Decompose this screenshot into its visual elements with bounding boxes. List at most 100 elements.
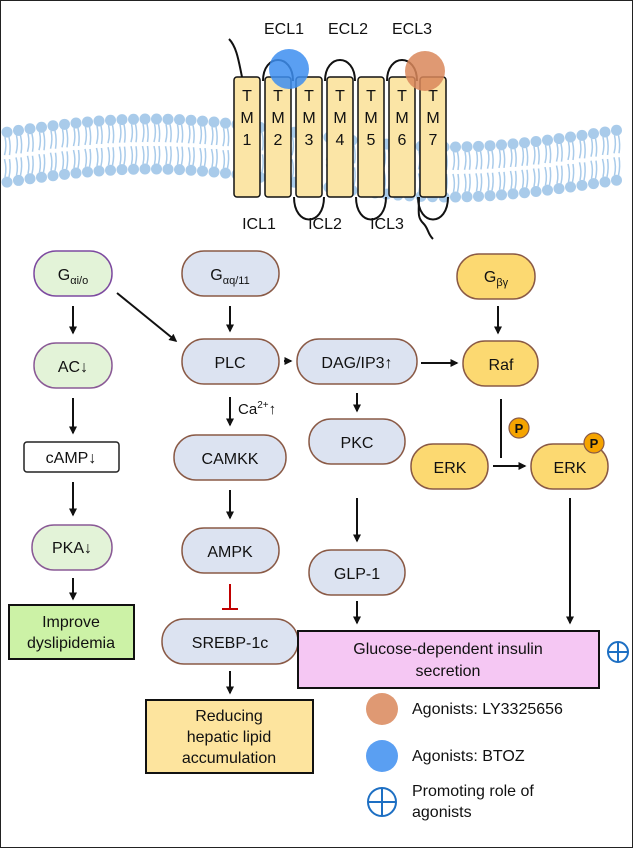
g-alpha-q11-node [181,250,280,297]
tm5-label-char: M [364,110,377,127]
camkk-node [173,434,287,481]
tm1-label-char: M [240,110,253,127]
camkk-label: CAMKK [202,451,259,468]
lipid-head [599,126,611,138]
lipid-head [139,113,151,125]
reducing-label-line3: accumulation [182,750,276,767]
tm1-label-char: 1 [243,132,252,149]
raf-node [462,340,539,387]
calcium-label: Ca2+↑ [238,400,276,418]
lipid-head [542,184,553,196]
tm3-label-char: T [304,88,314,105]
lipid-head [93,165,105,177]
lipid-head [139,163,151,175]
camp-label: cAMP↓ [46,450,97,467]
lipid-head [59,168,70,180]
lipid-head [519,187,530,199]
insulin-secretion-box [297,630,600,689]
lipid-head [59,118,70,130]
lipid-head [484,140,496,152]
ly3325656-binding-site [405,51,445,91]
legend-promoting-line1: Promoting role of [412,783,534,800]
icl1-loop [293,196,325,221]
ecl2-loop [324,59,356,82]
insulin-label-line1: Glucose-dependent insulin [353,641,542,658]
erk-node [410,443,489,490]
tm2-label-char: 2 [274,132,283,149]
phospho-erk-node [530,443,609,490]
glp1-label: GLP-1 [334,566,380,583]
lipid-head [530,185,542,197]
lipid-head [24,123,36,135]
inhibition-ampk-srebp [222,584,238,610]
tm7-label-char: T [428,88,438,105]
dag-ip3-node [296,338,418,385]
g-alpha-io-label: Gαi/o [58,267,88,287]
phosphate-badge-erk [583,432,605,454]
lipid-head [461,141,473,153]
lipid-head [185,164,197,176]
lipid-head [174,164,185,176]
lipid-head [197,165,208,177]
lipid-head [197,115,208,127]
lipid-head [116,114,128,126]
tm4-label-char: 4 [336,132,345,149]
phosphate-label-erk: P [590,436,599,451]
lipid-head [611,124,622,136]
lipid-head [530,135,542,147]
tm2-label-char: M [271,110,284,127]
ac-label: AC↓ [58,359,88,376]
pkc-node [308,418,406,465]
erk-label: ERK [434,460,467,477]
g-beta-gamma-node [456,253,536,300]
legend-ly-label: Agonists: LY3325656 [412,701,563,718]
ecl1-label: ECL1 [264,21,304,38]
g-alpha-io-node [33,250,113,297]
tm6-label-char: T [397,88,407,105]
lipid-head [13,124,24,136]
lipid-head [588,128,599,140]
lipid-head [128,113,139,125]
lipid-head [599,176,611,188]
lipid-head [553,133,565,145]
tm6-label-char: M [395,110,408,127]
lipid-head [151,113,162,125]
lipid-head [162,163,174,175]
tm6-label-char: 6 [398,132,407,149]
lipid-head [496,139,507,151]
tm7-label-char: M [426,110,439,127]
insulin-label-line2: secretion [416,663,481,680]
tm1-helix [233,76,261,198]
ampk-label: AMPK [207,544,253,561]
legend-btoz-swatch [366,740,398,772]
pka-node [31,524,113,571]
tm4-helix [326,76,354,198]
lipid-head [116,164,128,176]
icl2-loop [355,196,387,221]
tm3-label-char: 3 [305,132,314,149]
lipid-head [24,173,36,185]
lipid-head [70,167,82,179]
c-terminus [417,196,434,240]
tm7-label-char: 7 [429,132,438,149]
lipid-head [82,166,93,178]
lipid-head [484,190,496,202]
lipid-head [36,121,47,133]
ac-node [33,342,113,389]
lipid-head [208,116,220,128]
lipid-head [185,114,197,126]
lipid-head [36,171,47,183]
legend-plus-icon [367,787,397,817]
tm5-label-char: 5 [367,132,376,149]
improve-dyslipidemia-box [8,604,135,660]
lipid-head [496,189,507,201]
dag-ip3-label: DAG/IP3↑ [321,355,392,372]
g-beta-gamma-label: Gβγ [484,269,509,289]
lipid-head [162,113,174,125]
n-terminus [228,38,243,78]
lipid-head [220,117,231,129]
raf-label: Raf [489,357,514,374]
plc-node [181,338,280,385]
